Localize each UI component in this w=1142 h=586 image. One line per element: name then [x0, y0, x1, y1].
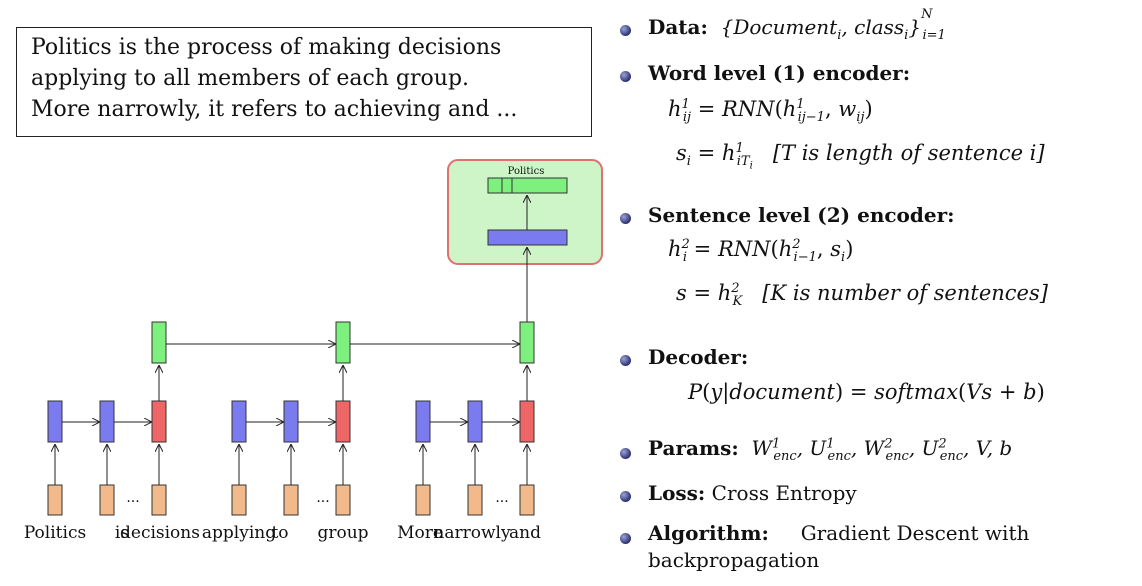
output-label: Politics [508, 166, 545, 177]
sentence-rnn-cell [335, 321, 351, 364]
ellipsis: ... [126, 490, 139, 506]
word-label: More [397, 523, 443, 543]
algorithm-value-line-1: Gradient Descent with [800, 521, 1030, 545]
word-rnn-cell [415, 400, 431, 443]
sentence-rnn-cell [151, 321, 167, 364]
word-encoder-note: [T is length of sentence i] [772, 141, 1045, 165]
output-vector [487, 177, 568, 194]
bullet-dot [620, 71, 631, 82]
bullet-params: Params: W1enc, U1enc, W2enc, U2enc, V, b [648, 436, 1013, 464]
bullet-algorithm: Algorithm: Gradient Descent with [648, 521, 1029, 545]
bullet-loss: Loss: Cross Entropy [648, 481, 857, 505]
sentence-encoder-eq-2: s = h2K [K is number of sentences] [676, 281, 1048, 310]
data-label: Data: [648, 15, 708, 39]
word-label: narrowly [433, 523, 511, 543]
bullet-dot [620, 213, 631, 224]
decoder-eq: P(y|document) = softmax(Vs + b) [688, 380, 1045, 404]
word-rnn-cell [47, 400, 63, 443]
word-rnn-last-cell [335, 400, 351, 443]
quote-line-1: Politics is the process of making decisi… [31, 35, 502, 60]
quote-box: Politics is the process of making decisi… [16, 27, 592, 137]
quote-line-3: More narrowly, it refers to achieving an… [31, 97, 518, 122]
word-label: group [317, 523, 368, 543]
loss-label: Loss: [648, 481, 706, 505]
word-label: Politics [24, 523, 86, 543]
word-rnn-cell [467, 400, 483, 443]
bullet-data: Data: {Documenti, classi}Ni=1 [648, 7, 946, 43]
word-embedding [415, 484, 431, 516]
quote-line-2: applying to all members of each group. [31, 66, 470, 91]
word-label: and [509, 523, 541, 543]
ellipsis: ... [316, 490, 329, 506]
bullet-dot [620, 448, 631, 459]
word-rnn-cell [99, 400, 115, 443]
word-embedding [151, 484, 167, 516]
word-rnn-cell [231, 400, 247, 443]
word-rnn-last-cell [519, 400, 535, 443]
word-rnn-last-cell [151, 400, 167, 443]
params-label: Params: [648, 436, 739, 460]
sentence-encoder-eq-1: h2i = RNN(h2i−1, si) [668, 237, 854, 266]
word-embedding [335, 484, 351, 516]
decoder-hidden-vector [487, 229, 568, 246]
sentence-encoder-label: Sentence level (2) encoder: [648, 203, 955, 227]
word-label: decisions [120, 523, 200, 543]
sentence-encoder-note: [K is number of sentences] [762, 281, 1048, 305]
word-embedding [99, 484, 115, 516]
word-embedding [47, 484, 63, 516]
loss-value: Cross Entropy [711, 481, 857, 505]
word-encoder-eq-1: h1ij = RNN(h1ij−1, wij) [668, 97, 873, 126]
word-label: applying [202, 523, 276, 543]
word-rnn-cell [283, 400, 299, 443]
sentence-rnn-cell [519, 321, 535, 364]
ellipsis: ... [495, 490, 508, 506]
algorithm-label: Algorithm: [648, 521, 769, 545]
word-embedding [283, 484, 299, 516]
word-encoder-eq-2: si = h1iTi [T is length of sentence i] [676, 141, 1045, 172]
decoder-label: Decoder: [648, 345, 749, 369]
bullet-dot [620, 355, 631, 366]
bullet-dot [620, 25, 631, 36]
word-embedding [467, 484, 483, 516]
word-encoder-label: Word level (1) encoder: [648, 61, 911, 85]
bullet-dot [620, 491, 631, 502]
bullet-dot [620, 533, 631, 544]
word-embedding [519, 484, 535, 516]
word-label: to [271, 523, 288, 543]
word-label: is [115, 523, 129, 543]
algorithm-value-line-2: backpropagation [648, 548, 820, 572]
word-embedding [231, 484, 247, 516]
